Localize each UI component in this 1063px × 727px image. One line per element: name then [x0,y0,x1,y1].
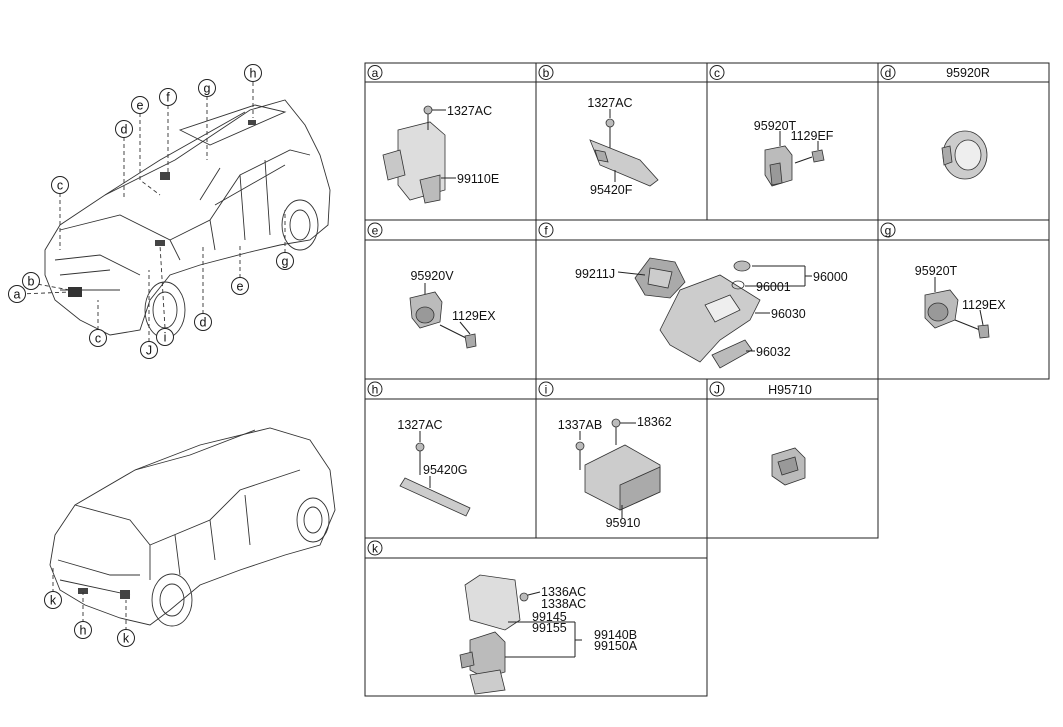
panel-headers: a b c d 95920R e f g h i J H95710 k [367,65,990,556]
panel-c-letter: c [714,66,720,80]
part-18362: 18362 [637,415,672,429]
callout-c-top: c [57,179,63,193]
panel-e-letter: e [372,224,379,238]
callout-h: h [250,67,257,81]
part-1336AC: 1336AC [541,585,586,599]
panel-j-parts [771,447,806,486]
panel-g-letter: g [885,224,892,238]
callout-g-top: g [204,82,211,96]
panel-b-parts [589,109,659,187]
panel-g-parts [924,277,990,339]
front-car-illustration [44,99,331,339]
part-1129EX-e: 1129EX [452,309,496,323]
panel-f-parts [617,257,812,369]
panel-f-letter: f [544,224,548,238]
callout-g-bottom: g [282,255,289,269]
part-95420F: 95420F [590,183,633,197]
callout-e-top: e [137,99,144,113]
callout-a: a [14,288,21,302]
panel-d-parts [941,130,988,180]
part-1327AC-a: 1327AC [447,104,492,118]
panel-e-parts [409,283,477,349]
part-96000: 96000 [813,270,848,284]
callout-d-top: d [121,123,128,137]
callout-b: b [28,275,35,289]
rear-car-illustration [49,427,336,627]
panel-b-letter: b [543,66,550,80]
panel-k-parts [459,574,582,695]
panel-k-letter: k [372,542,379,556]
callout-i: i [164,331,167,345]
part-95920T-g: 95920T [915,264,958,278]
callout-h-rear: h [80,624,87,638]
panel-a-letter: a [372,66,379,80]
panel-j-letter: J [714,383,720,397]
panel-h-parts [399,431,471,517]
callout-j: J [146,344,152,358]
panel-i-letter: i [545,383,548,397]
part-96030: 96030 [771,307,806,321]
part-1338AC: 1338AC [541,597,586,611]
part-1129EX-g: 1129EX [962,298,1006,312]
part-1327AC-b: 1327AC [587,96,632,110]
callout-k-right: k [123,632,130,646]
part-95420G: 95420G [423,463,467,477]
part-99155: 99155 [532,621,567,635]
part-95920V: 95920V [410,269,454,283]
callout-e-bottom: e [237,280,244,294]
callout-f: f [166,91,170,105]
panel-i-parts [575,418,661,518]
panel-d-letter: d [885,66,892,80]
panel-c-parts [764,131,825,187]
callout-circles: h g f e d c b a c J i d e g k h k [8,64,294,647]
part-99150A: 99150A [594,639,638,653]
panel-a-parts [382,105,456,204]
callout-c-bottom: c [95,332,101,346]
callout-d-bottom: d [200,316,207,330]
part-1337AB: 1337AB [558,418,602,432]
panel-h-letter: h [372,383,379,397]
part-1327AC-h: 1327AC [397,418,442,432]
part-99211J: 99211J [575,267,615,281]
callout-k-left: k [50,594,57,608]
panel-j-title: H95710 [768,383,812,397]
part-99110E: 99110E [457,172,499,186]
panel-grid [364,62,1050,697]
part-96001: 96001 [756,280,791,294]
panel-d-title: 95920R [946,66,990,80]
part-96032: 96032 [756,345,791,359]
part-95920T-c: 95920T [754,119,797,133]
part-99145: 99145 [532,610,567,624]
part-99140B: 99140B [594,628,637,642]
part-1129EF: 1129EF [791,129,834,143]
part-95910: 95910 [606,516,641,530]
